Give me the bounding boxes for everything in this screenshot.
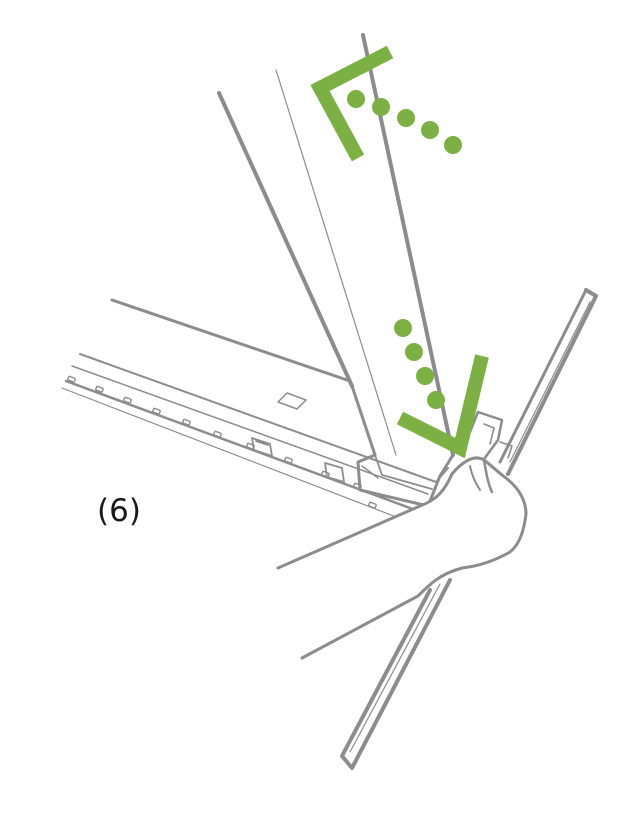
port-right	[324, 462, 345, 483]
step-label: (6)	[97, 493, 141, 529]
label-sticker	[277, 392, 307, 410]
upper-corner-indicator-icon	[310, 45, 462, 162]
lower-corner-indicator-icon	[394, 319, 489, 459]
stand-foot	[340, 288, 598, 770]
lower-arrow-dots	[394, 319, 445, 409]
hand-outline	[276, 456, 528, 660]
upper-arrow-dots	[347, 90, 462, 154]
port-left	[251, 437, 273, 457]
panel-body	[61, 298, 449, 523]
